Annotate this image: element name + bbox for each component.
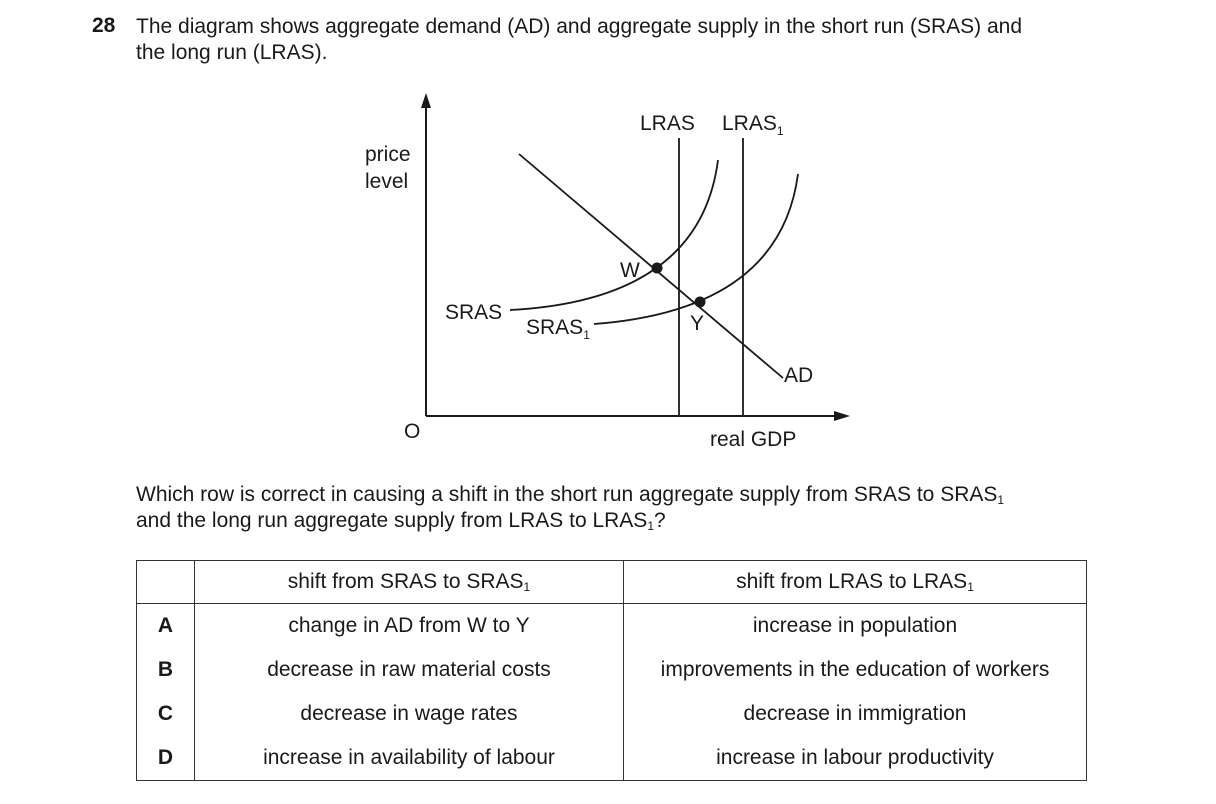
lras1-label-main: LRAS [722,112,777,135]
table-row-d[interactable]: D increase in availability of labour inc… [136,736,1087,781]
header-lras-shift-sub: 1 [967,580,974,594]
origin-label: O [404,420,420,443]
option-lras-shift: increase in population [623,603,1087,648]
prompt-part1: Which row is correct in causing a shift … [136,483,998,506]
table-row-c[interactable]: C decrease in wage rates decrease in imm… [136,692,1087,736]
option-letter: B [136,648,195,692]
answer-table: shift from SRAS to SRAS1 shift from LRAS… [136,560,1087,781]
header-lras-shift-text: shift from LRAS to LRAS [736,570,968,593]
x-axis-arrowhead [834,411,850,421]
question-text-line2: the long run (LRAS). [136,41,328,64]
question-number: 28 [92,14,116,37]
x-axis-label: real GDP [710,428,796,451]
header-lras-shift: shift from LRAS to LRAS1 [623,560,1087,604]
lras1-label-sub: 1 [777,124,784,138]
question-text: The diagram shows aggregate demand (AD) … [136,14,1136,66]
sras1-curve [593,173,799,325]
prompt-part2: and the long run aggregate supply from L… [136,509,648,532]
prompt-sub2: 1 [647,519,654,533]
table-header-row: shift from SRAS to SRAS1 shift from LRAS… [136,560,1087,604]
table-row-a[interactable]: A change in AD from W to Y increase in p… [136,603,1087,648]
y-axis-label-price: price [365,143,411,166]
option-letter: C [136,692,195,736]
y-axis-arrowhead [421,93,431,108]
point-y [694,296,706,308]
option-lras-shift: decrease in immigration [623,692,1087,736]
option-sras-shift: change in AD from W to Y [194,603,624,648]
header-empty-cell [136,560,195,604]
option-sras-shift: decrease in wage rates [194,692,624,736]
header-sras-shift-text: shift from SRAS to SRAS [287,570,524,593]
table-row-b[interactable]: B decrease in raw material costs improve… [136,648,1087,692]
sras-label: SRAS [445,301,502,324]
lras1-label: LRAS1 [722,112,784,138]
sras1-label: SRAS1 [526,316,590,342]
sras1-label-sub: 1 [583,328,590,342]
option-sras-shift: increase in availability of labour [194,736,624,781]
header-sras-shift: shift from SRAS to SRAS1 [194,560,624,604]
lras-label: LRAS [640,112,695,135]
sras1-label-main: SRAS [526,316,583,339]
prompt-end: ? [654,509,666,532]
ad-label: AD [784,364,813,387]
option-letter: D [136,736,195,781]
question-text-line1: The diagram shows aggregate demand (AD) … [136,15,1022,38]
ad-line [518,153,784,379]
option-lras-shift: improvements in the education of workers [623,648,1087,692]
option-lras-shift: increase in labour productivity [623,736,1087,781]
prompt-sub1: 1 [997,493,1005,507]
point-y-label: Y [690,312,704,335]
ad-as-diagram: price level real GDP O LRAS LRAS1 SRAS S… [365,93,850,451]
header-sras-shift-sub: 1 [523,580,531,594]
point-w [651,262,663,274]
option-sras-shift: decrease in raw material costs [194,648,624,692]
option-letter: A [136,603,195,648]
point-w-label: W [620,259,640,282]
y-axis-label-level: level [365,170,408,193]
question-prompt: Which row is correct in causing a shift … [136,482,1136,534]
